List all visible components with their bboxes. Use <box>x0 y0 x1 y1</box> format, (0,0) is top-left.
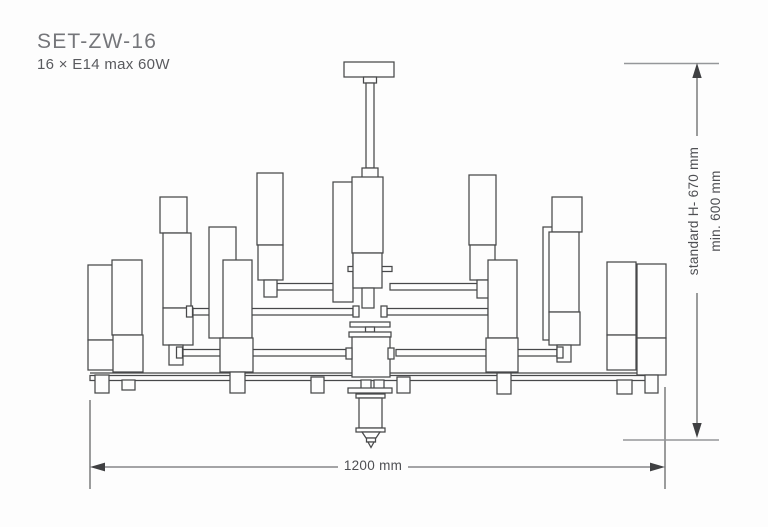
right-outer-lamp-pair <box>606 261 667 376</box>
right-inner-low-lamp <box>485 259 519 373</box>
left-top-lamp <box>256 172 284 298</box>
product-model: SET-ZW-16 <box>37 30 158 53</box>
width-dimension <box>89 387 666 489</box>
height-standard-label: standard H- 670 mm <box>686 146 701 276</box>
right-mid-lamp-pair <box>542 196 583 363</box>
bottom-arm-tabs <box>94 371 659 395</box>
drop-rod <box>361 82 379 179</box>
height-min-label: min. 600 mm <box>708 170 723 252</box>
arm-end-caps <box>175 305 564 359</box>
center-back-lamp <box>332 181 354 303</box>
width-dimension-label: 1200 mm <box>343 458 403 473</box>
center-hub <box>345 176 395 394</box>
height-dimension <box>623 62 719 441</box>
left-outer-lamp-pair <box>87 259 144 373</box>
ceiling-canopy <box>343 61 395 84</box>
lamp-spec: 16 × E14 max 60W <box>37 56 170 73</box>
right-top-lamp <box>468 174 497 299</box>
bottom-finial <box>355 393 386 449</box>
drawing-header: SET-ZW-16 16 × E14 max 60W <box>37 30 170 75</box>
height-dimension-label: standard H- 670 mm min. 600 mm <box>683 111 727 311</box>
left-inner-low-lamp <box>219 259 254 373</box>
